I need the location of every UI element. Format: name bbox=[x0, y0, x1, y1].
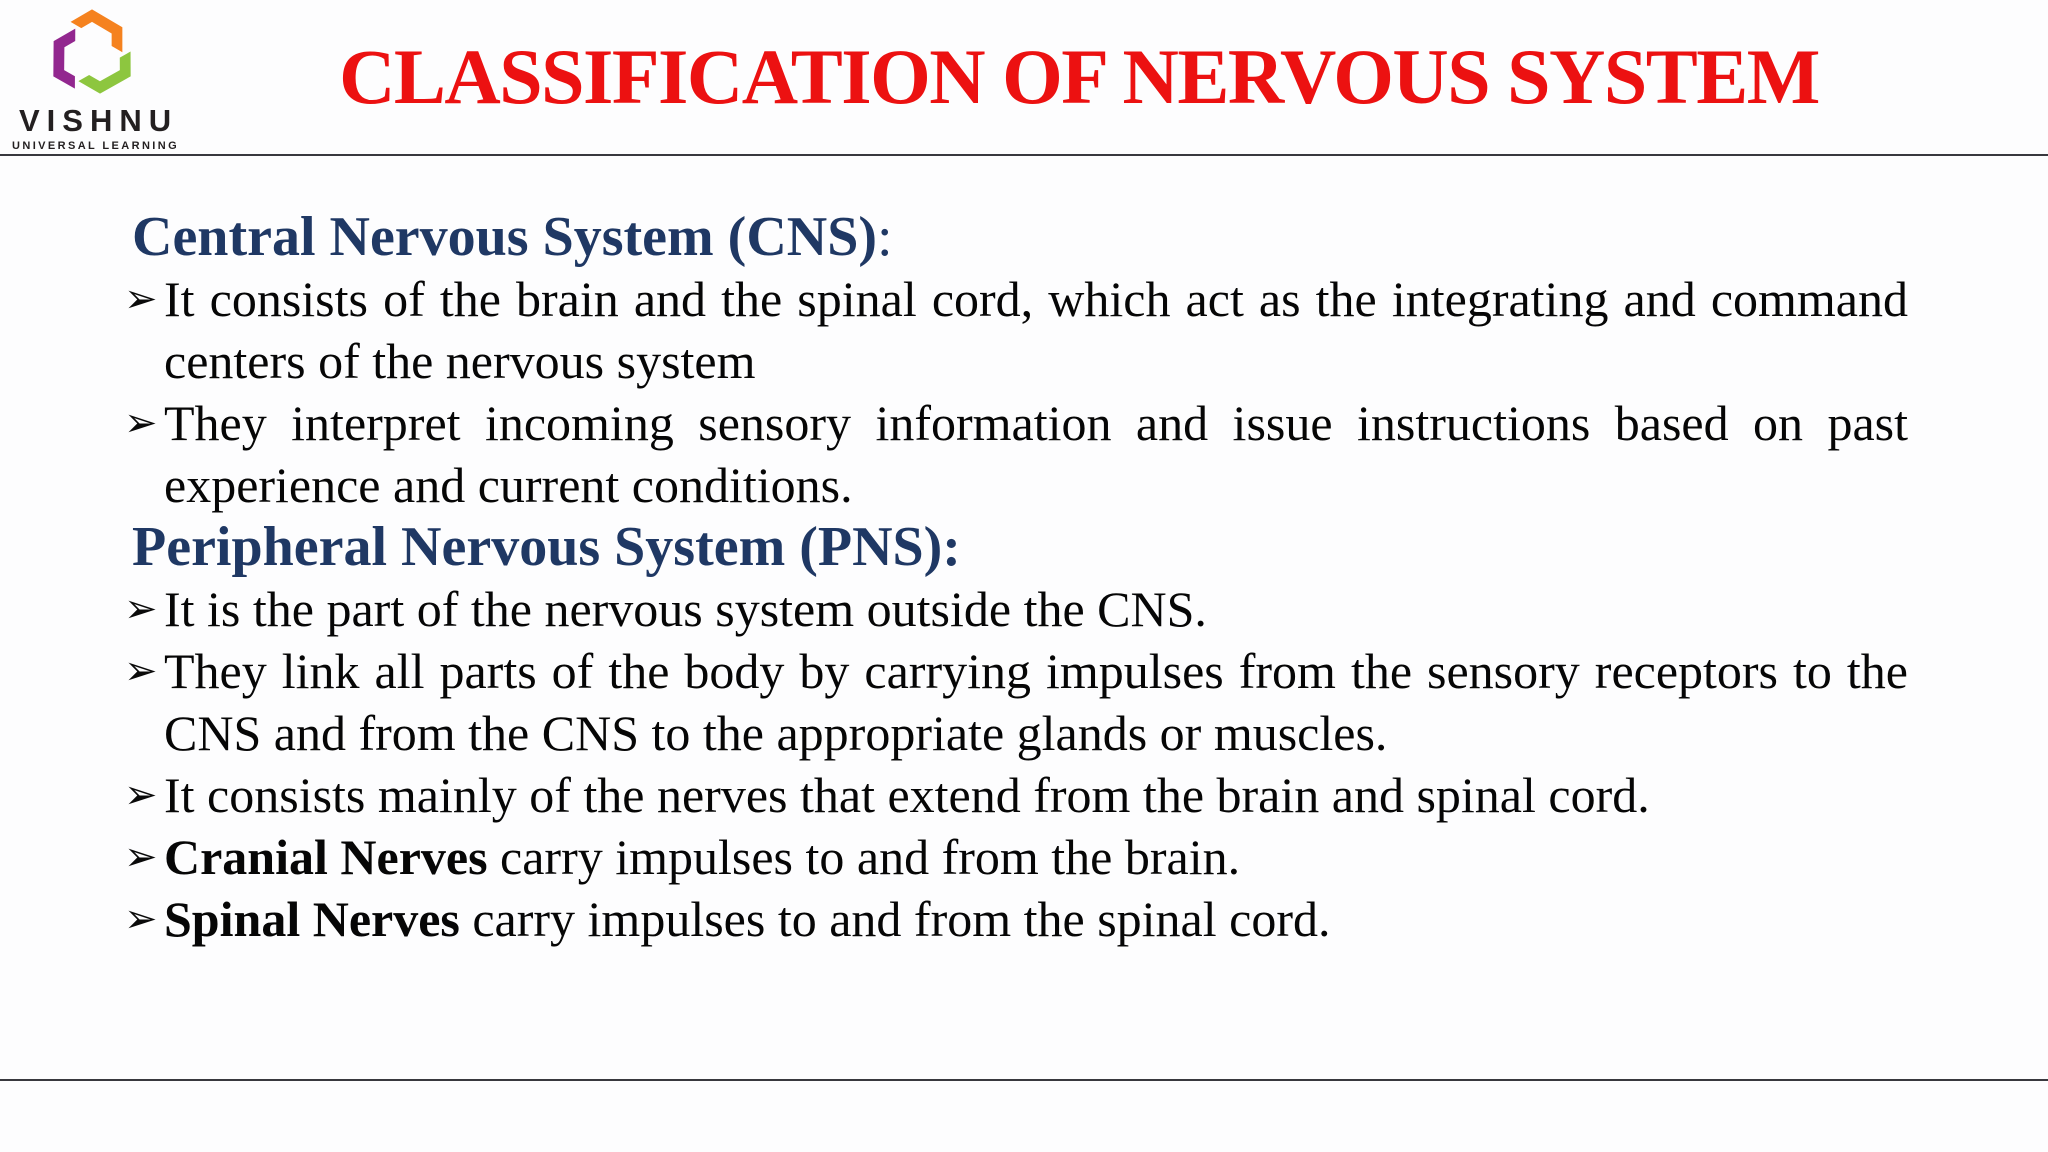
bullet-item: ➢It consists mainly of the nerves that e… bbox=[124, 764, 1908, 826]
section-heading-cns: Central Nervous System (CNS): bbox=[124, 206, 1908, 268]
bullet-item: ➢They link all parts of the body by carr… bbox=[124, 640, 1908, 764]
bullet-text: They link all parts of the body by carry… bbox=[164, 643, 1908, 761]
bullet-arrow-icon: ➢ bbox=[124, 896, 158, 942]
bullet-arrow-icon: ➢ bbox=[124, 834, 158, 880]
bottom-divider bbox=[0, 1079, 2048, 1081]
section-heading-pns-text: Peripheral Nervous System (PNS): bbox=[132, 516, 961, 578]
bullet-text: carry impulses to and from the brain. bbox=[487, 829, 1241, 885]
slide-title: CLASSIFICATION OF NERVOUS SYSTEM bbox=[339, 33, 1820, 120]
logo-purple-ribbon bbox=[53, 28, 76, 89]
bullet-arrow-icon: ➢ bbox=[124, 586, 158, 632]
bullet-text: It consists mainly of the nerves that ex… bbox=[164, 767, 1650, 823]
bullet-text: It consists of the brain and the spinal … bbox=[164, 271, 1908, 389]
slide-body: Central Nervous System (CNS): ➢It consis… bbox=[124, 206, 1908, 950]
bullet-arrow-icon: ➢ bbox=[124, 772, 158, 818]
pns-bullet-list: ➢It is the part of the nervous system ou… bbox=[124, 578, 1908, 950]
bullet-item: ➢Spinal Nerves carry impulses to and fro… bbox=[124, 888, 1908, 950]
vishnu-logo: VISHNU UNIVERSAL LEARNING bbox=[12, 4, 180, 152]
bullet-bold-text: Spinal Nerves bbox=[164, 891, 460, 947]
bullet-bold-text: Cranial Nerves bbox=[164, 829, 488, 885]
logo-green-ribbon bbox=[78, 51, 131, 94]
bullet-item: ➢Cranial Nerves carry impulses to and fr… bbox=[124, 826, 1908, 888]
section-cns: Central Nervous System (CNS): ➢It consis… bbox=[124, 206, 1908, 516]
bullet-text: It is the part of the nervous system out… bbox=[164, 581, 1207, 637]
bullet-arrow-icon: ➢ bbox=[124, 648, 158, 694]
bullet-arrow-icon: ➢ bbox=[124, 276, 158, 322]
bullet-arrow-icon: ➢ bbox=[124, 400, 158, 446]
bullet-item: ➢It is the part of the nervous system ou… bbox=[124, 578, 1908, 640]
vishnu-logo-icon bbox=[53, 9, 131, 94]
section-heading-cns-text: Central Nervous System (CNS) bbox=[132, 206, 878, 268]
logo-orange-ribbon bbox=[70, 9, 123, 53]
bullet-text: carry impulses to and from the spinal co… bbox=[459, 891, 1331, 947]
bullet-item: ➢It consists of the brain and the spinal… bbox=[124, 268, 1908, 392]
top-divider bbox=[0, 154, 2048, 156]
section-pns: Peripheral Nervous System (PNS): ➢It is … bbox=[124, 516, 1908, 950]
section-heading-cns-colon: : bbox=[877, 206, 893, 268]
logo-brand-text: VISHNU bbox=[19, 103, 179, 138]
section-heading-pns: Peripheral Nervous System (PNS): bbox=[124, 516, 1908, 578]
bullet-item: ➢They interpret incoming sensory informa… bbox=[124, 392, 1908, 516]
cns-bullet-list: ➢It consists of the brain and the spinal… bbox=[124, 268, 1908, 516]
bullet-text: They interpret incoming sensory informat… bbox=[164, 395, 1908, 513]
logo-tagline-text: UNIVERSAL LEARNING bbox=[12, 140, 180, 152]
